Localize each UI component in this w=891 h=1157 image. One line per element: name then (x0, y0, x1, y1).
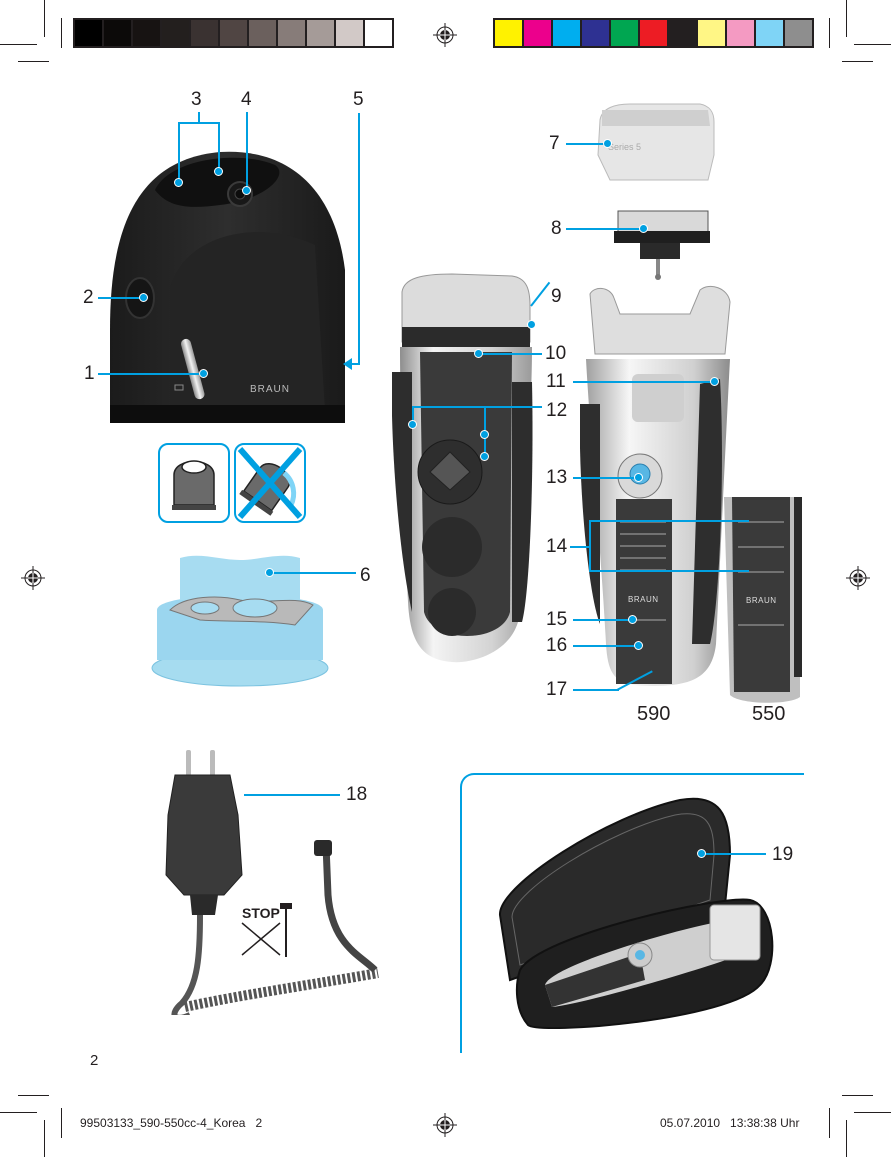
callout-13: 13 (546, 467, 568, 488)
callout-8: 8 (551, 218, 562, 239)
svg-text:BRAUN: BRAUN (628, 595, 659, 604)
callout-18: 18 (346, 784, 368, 805)
color-swatch (191, 20, 218, 46)
callout-11: 11 (546, 371, 566, 392)
callout-6: 6 (360, 565, 371, 586)
shaver-590-illustration: BRAUN (580, 286, 731, 686)
model-label-550: 550 (752, 703, 786, 725)
callout-1: 1 (84, 363, 95, 384)
callout-3: 3 (191, 89, 202, 110)
callout-2: 2 (83, 287, 94, 308)
callout-17: 17 (546, 679, 568, 700)
callout-12: 12 (546, 400, 568, 421)
color-swatch (669, 20, 696, 46)
svg-text:STOP: STOP (242, 905, 280, 921)
registration-mark-icon (433, 23, 457, 47)
svg-text:BRAUN: BRAUN (746, 596, 777, 605)
color-swatch (336, 20, 363, 46)
callout-16: 16 (546, 635, 568, 656)
registration-mark-icon (21, 566, 45, 590)
registration-mark-icon (433, 1113, 457, 1137)
color-swatch (553, 20, 580, 46)
color-swatch (582, 20, 609, 46)
color-swatch (611, 20, 638, 46)
process-color-bar (493, 18, 814, 48)
color-swatch (495, 20, 522, 46)
shaver-550-illustration: BRAUN (724, 497, 802, 703)
color-swatch (785, 20, 812, 46)
color-swatch (524, 20, 551, 46)
callout-9: 9 (551, 286, 562, 307)
model-label-590: 590 (637, 703, 671, 725)
color-swatch (365, 20, 392, 46)
color-swatch (698, 20, 725, 46)
travel-case-panel (460, 773, 804, 1053)
callout-10: 10 (545, 343, 567, 364)
color-swatch (249, 20, 276, 46)
foil-frame-illustration: Series 5 (597, 103, 715, 181)
power-supply-illustration: STOP (165, 750, 379, 1015)
incorrect-placement-icon (234, 443, 306, 523)
color-swatch (727, 20, 754, 46)
cleaning-cartridge-illustration (151, 555, 329, 687)
arrow-icon (343, 358, 352, 370)
color-swatch (133, 20, 160, 46)
svg-text:BRAUN: BRAUN (250, 384, 290, 395)
color-swatch (162, 20, 189, 46)
callout-15: 15 (546, 609, 568, 630)
color-swatch (640, 20, 667, 46)
callout-7: 7 (549, 133, 560, 154)
callout-19: 19 (772, 844, 794, 865)
callout-4: 4 (241, 89, 252, 110)
callout-14: 14 (546, 536, 568, 557)
callout-5: 5 (353, 89, 364, 110)
color-swatch (278, 20, 305, 46)
color-swatch (220, 20, 247, 46)
grayscale-color-bar (73, 18, 394, 48)
color-swatch (756, 20, 783, 46)
cleaning-station-illustration: BRAUN (110, 151, 345, 423)
registration-mark-icon (846, 566, 870, 590)
footer-filename: 99503133_590-550cc-4_Korea 2 (80, 1116, 263, 1130)
footer-timestamp: 05.07.2010 13:38:38 Uhr (660, 1116, 800, 1130)
color-swatch (75, 20, 102, 46)
travel-case-illustration (498, 797, 774, 1030)
shaver-front-illustration (392, 273, 533, 663)
cutter-block-illustration (614, 210, 710, 280)
color-swatch (307, 20, 334, 46)
correct-placement-icon (158, 443, 230, 523)
color-swatch (104, 20, 131, 46)
page-number: 2 (90, 1052, 99, 1069)
svg-text:Series 5: Series 5 (608, 142, 641, 152)
